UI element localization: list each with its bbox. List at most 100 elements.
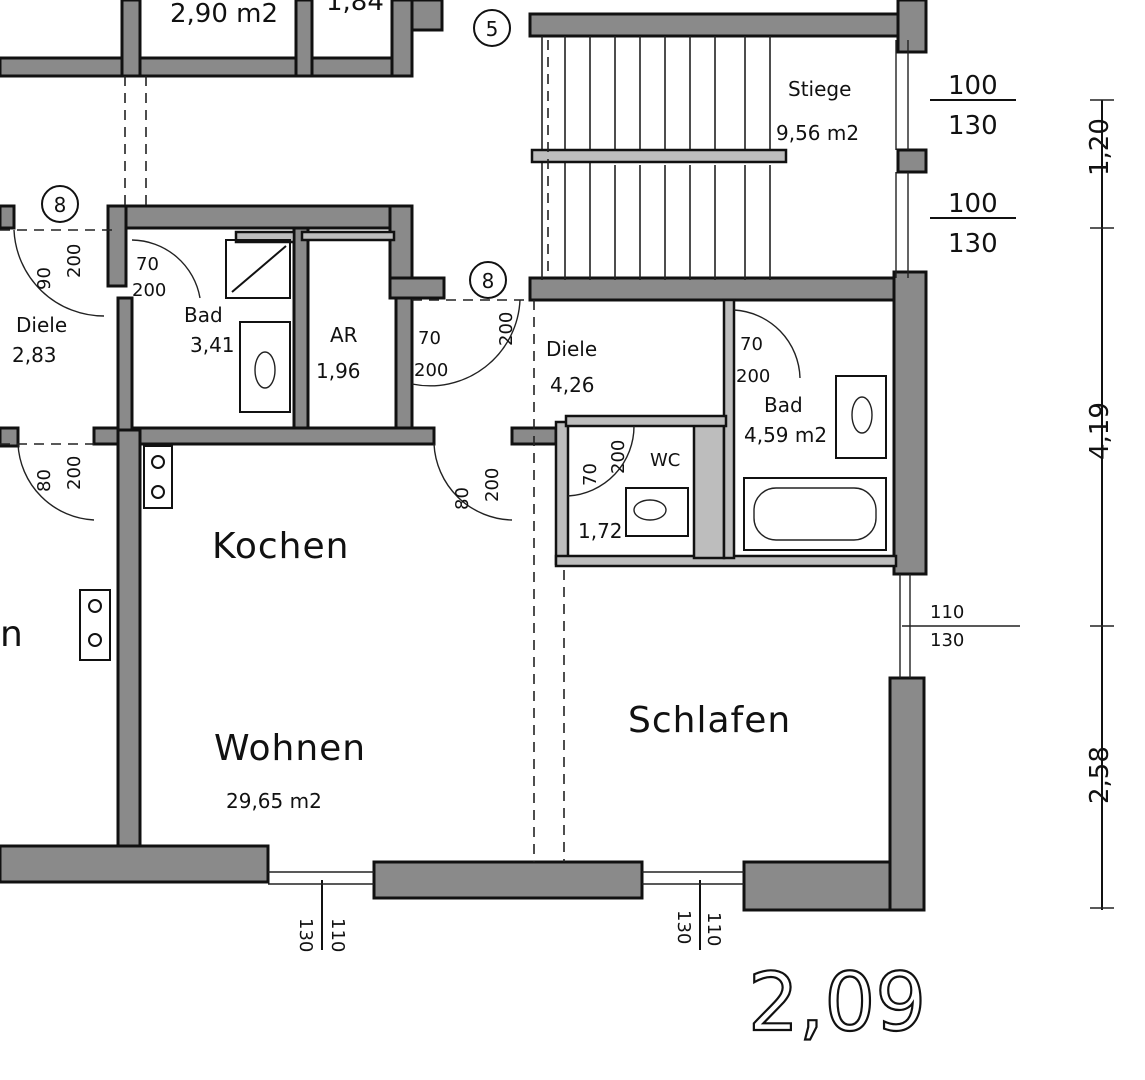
staircase xyxy=(530,36,909,280)
wall-wc-top xyxy=(564,414,728,428)
door-ar-w: 70 xyxy=(418,328,441,349)
wall-diele-upper xyxy=(528,276,926,302)
dimension-lines xyxy=(268,99,1114,950)
wall-stair-right-top xyxy=(896,0,928,54)
marker-8-center-icon xyxy=(469,261,507,299)
room-labels: 2,90 m2 1,84 Stiege 9,56 m2 Diele 2,83 B… xyxy=(0,0,859,813)
door-left-upper-h: 200 xyxy=(64,244,85,278)
door-left-upper-w: 90 xyxy=(34,267,55,290)
marker-8-center-label: 8 xyxy=(482,269,495,293)
wall-ar-left xyxy=(300,230,396,242)
door-left-lower-w: 80 xyxy=(34,469,55,492)
ar-area: 1,96 xyxy=(316,359,361,383)
window-schlafen-side-h: 130 xyxy=(930,630,964,651)
bad-right-name: Bad xyxy=(764,393,803,417)
window-schlafen-bottom-h: 130 xyxy=(673,910,694,944)
dashed-lines xyxy=(0,40,565,862)
wall-ar-notch xyxy=(388,276,446,300)
fixtures xyxy=(79,239,887,661)
door-swings xyxy=(13,229,801,521)
wall-top-stub-2 xyxy=(294,0,314,78)
wall-left-mid xyxy=(0,426,20,448)
handwritten-note: 2,09 xyxy=(748,956,926,1049)
top-mid-area: 1,84 xyxy=(326,0,384,17)
outer-dimensions: 1,20 4,19 2,58 xyxy=(1085,118,1115,804)
wall-bottom-mid xyxy=(372,860,644,900)
bad-left-name: Bad xyxy=(184,303,223,327)
window-wohnen-bottom-h: 130 xyxy=(295,918,316,952)
schlafen-label: Schlafen xyxy=(628,700,791,741)
marker-5-icon xyxy=(473,9,511,47)
bathtub-icon xyxy=(743,477,887,551)
wall-mid-1 xyxy=(92,426,436,446)
wall-left-bath-right xyxy=(234,230,296,244)
bad-left-area: 3,41 xyxy=(190,333,235,357)
door-bad-left-w: 70 xyxy=(136,254,159,275)
wall-left-top-stub xyxy=(0,204,16,230)
top-left-area: 2,90 m2 xyxy=(170,0,278,29)
wall-top-left xyxy=(0,56,412,78)
door-bad-right-h: 200 xyxy=(736,366,770,387)
wall-bath-left-divider xyxy=(116,296,134,446)
window-dimensions: 100 130 100 130 110 130 130 110 130 110 xyxy=(295,71,998,952)
wohnen-label: Wohnen xyxy=(214,728,366,769)
ar-name: AR xyxy=(330,323,358,347)
window-stiege-upper-w: 100 xyxy=(948,71,998,101)
wall-stair-right-mid xyxy=(896,148,928,174)
marker-8-left-label: 8 xyxy=(54,193,67,217)
door-bad-right-w: 70 xyxy=(740,334,763,355)
door-bad-left-h: 200 xyxy=(132,280,166,301)
door-kochen-w: 80 xyxy=(452,487,473,510)
diele-left-name: Diele xyxy=(16,313,67,337)
door-ar-h: 200 xyxy=(414,360,448,381)
wall-ar-lower-right xyxy=(394,296,414,440)
sink-right-icon xyxy=(835,375,887,459)
door-left-lower-h: 200 xyxy=(64,456,85,490)
window-stiege-upper-h: 130 xyxy=(948,111,998,141)
wall-top-stub-3 xyxy=(390,0,414,78)
wc-name: WC xyxy=(650,450,680,471)
diele-center-name: Diele xyxy=(546,337,597,361)
marker-8-left-icon xyxy=(41,185,79,223)
walls xyxy=(0,0,928,912)
toilet-left-icon xyxy=(239,321,291,413)
wc-toilet-icon xyxy=(625,487,689,537)
section-markers: 5 8 8 xyxy=(41,9,511,299)
window-stiege-lower-h: 130 xyxy=(948,229,998,259)
diele-left-area: 2,83 xyxy=(12,343,57,367)
marker-5-label: 5 xyxy=(486,17,499,41)
kochen-label: Kochen xyxy=(212,526,349,567)
wall-bath-top xyxy=(106,204,414,230)
wc-area: 1,72 xyxy=(578,519,623,543)
wall-bad-left xyxy=(722,298,736,560)
wall-stair-top xyxy=(528,12,902,38)
door-wc-w: 70 xyxy=(580,463,601,486)
wohnen-area: 29,65 m2 xyxy=(226,789,322,813)
stiege-name: Stiege xyxy=(788,77,851,101)
stiege-area: 9,56 m2 xyxy=(776,121,859,145)
dim-v3: 2,58 xyxy=(1085,746,1115,804)
dim-v1: 1,20 xyxy=(1085,118,1115,176)
stair-landing-bar xyxy=(530,148,788,164)
stove-icon xyxy=(79,445,173,661)
left-edge-letter: n xyxy=(0,614,24,655)
wall-schlafen-right xyxy=(888,676,926,912)
wall-top-stub-1 xyxy=(120,0,142,78)
wall-bath-left xyxy=(106,204,128,288)
wall-bottom-left xyxy=(0,844,270,884)
door-kochen-h: 200 xyxy=(482,468,503,502)
bad-right-area: 4,59 m2 xyxy=(744,423,827,447)
window-stiege-lower-w: 100 xyxy=(948,189,998,219)
window-schlafen-side-w: 110 xyxy=(930,602,964,623)
door-dimensions: 90 200 70 200 70 200 200 80 200 80 200 7… xyxy=(34,244,770,510)
diele-center-area: 4,26 xyxy=(550,373,595,397)
window-schlafen-bottom-w: 110 xyxy=(703,912,724,946)
wall-top-stub-4 xyxy=(410,0,444,32)
door-wc-h: 200 xyxy=(608,440,629,474)
window-wohnen-bottom-w: 110 xyxy=(327,918,348,952)
shower-left-icon xyxy=(225,239,291,299)
wall-outer-right xyxy=(892,270,928,576)
door-ar-frame: 200 xyxy=(496,312,517,346)
dim-v2: 4,19 xyxy=(1085,402,1115,460)
